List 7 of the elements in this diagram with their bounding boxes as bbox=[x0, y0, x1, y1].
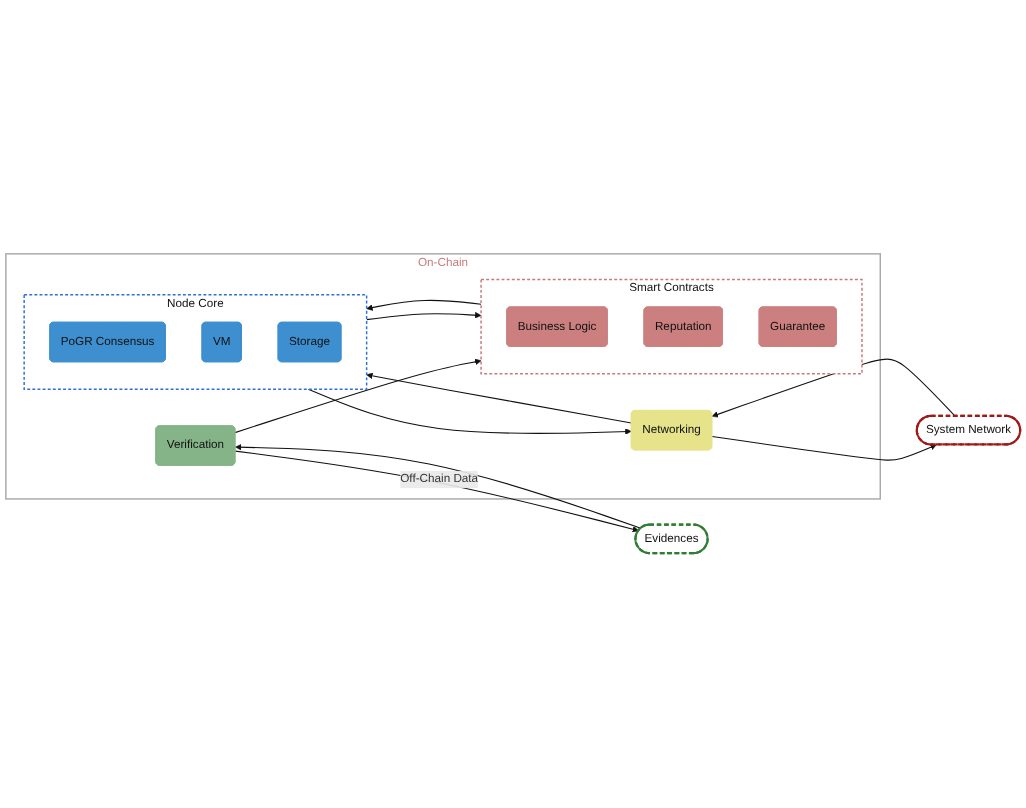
arrow bbox=[366, 312, 482, 321]
arrow bbox=[366, 373, 632, 425]
arrow bbox=[711, 436, 937, 462]
arrow bbox=[234, 359, 482, 434]
arrow bbox=[307, 389, 632, 436]
arrow bbox=[366, 300, 482, 312]
arrow bbox=[711, 359, 956, 418]
